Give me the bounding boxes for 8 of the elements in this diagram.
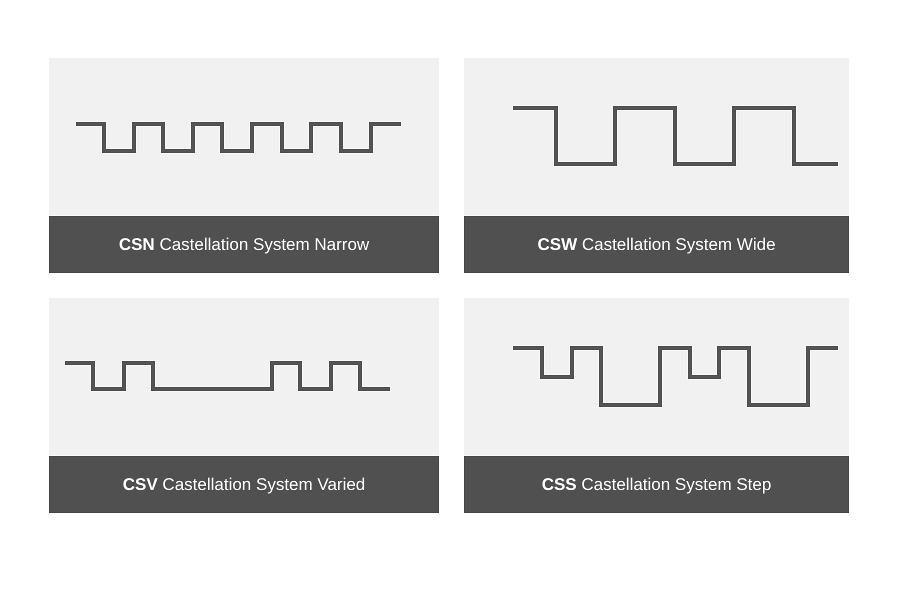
profile-panel — [464, 298, 849, 513]
caption-text: CSS Castellation System Step — [542, 474, 772, 494]
profile-panel — [49, 298, 439, 513]
caption-text: CSV Castellation System Varied — [122, 474, 366, 494]
profile-panel — [464, 58, 849, 273]
caption-text: CSN Castellation System Narrow — [118, 234, 370, 254]
profile-panel — [49, 58, 439, 273]
caption-text: CSW Castellation System Wide — [537, 234, 776, 254]
